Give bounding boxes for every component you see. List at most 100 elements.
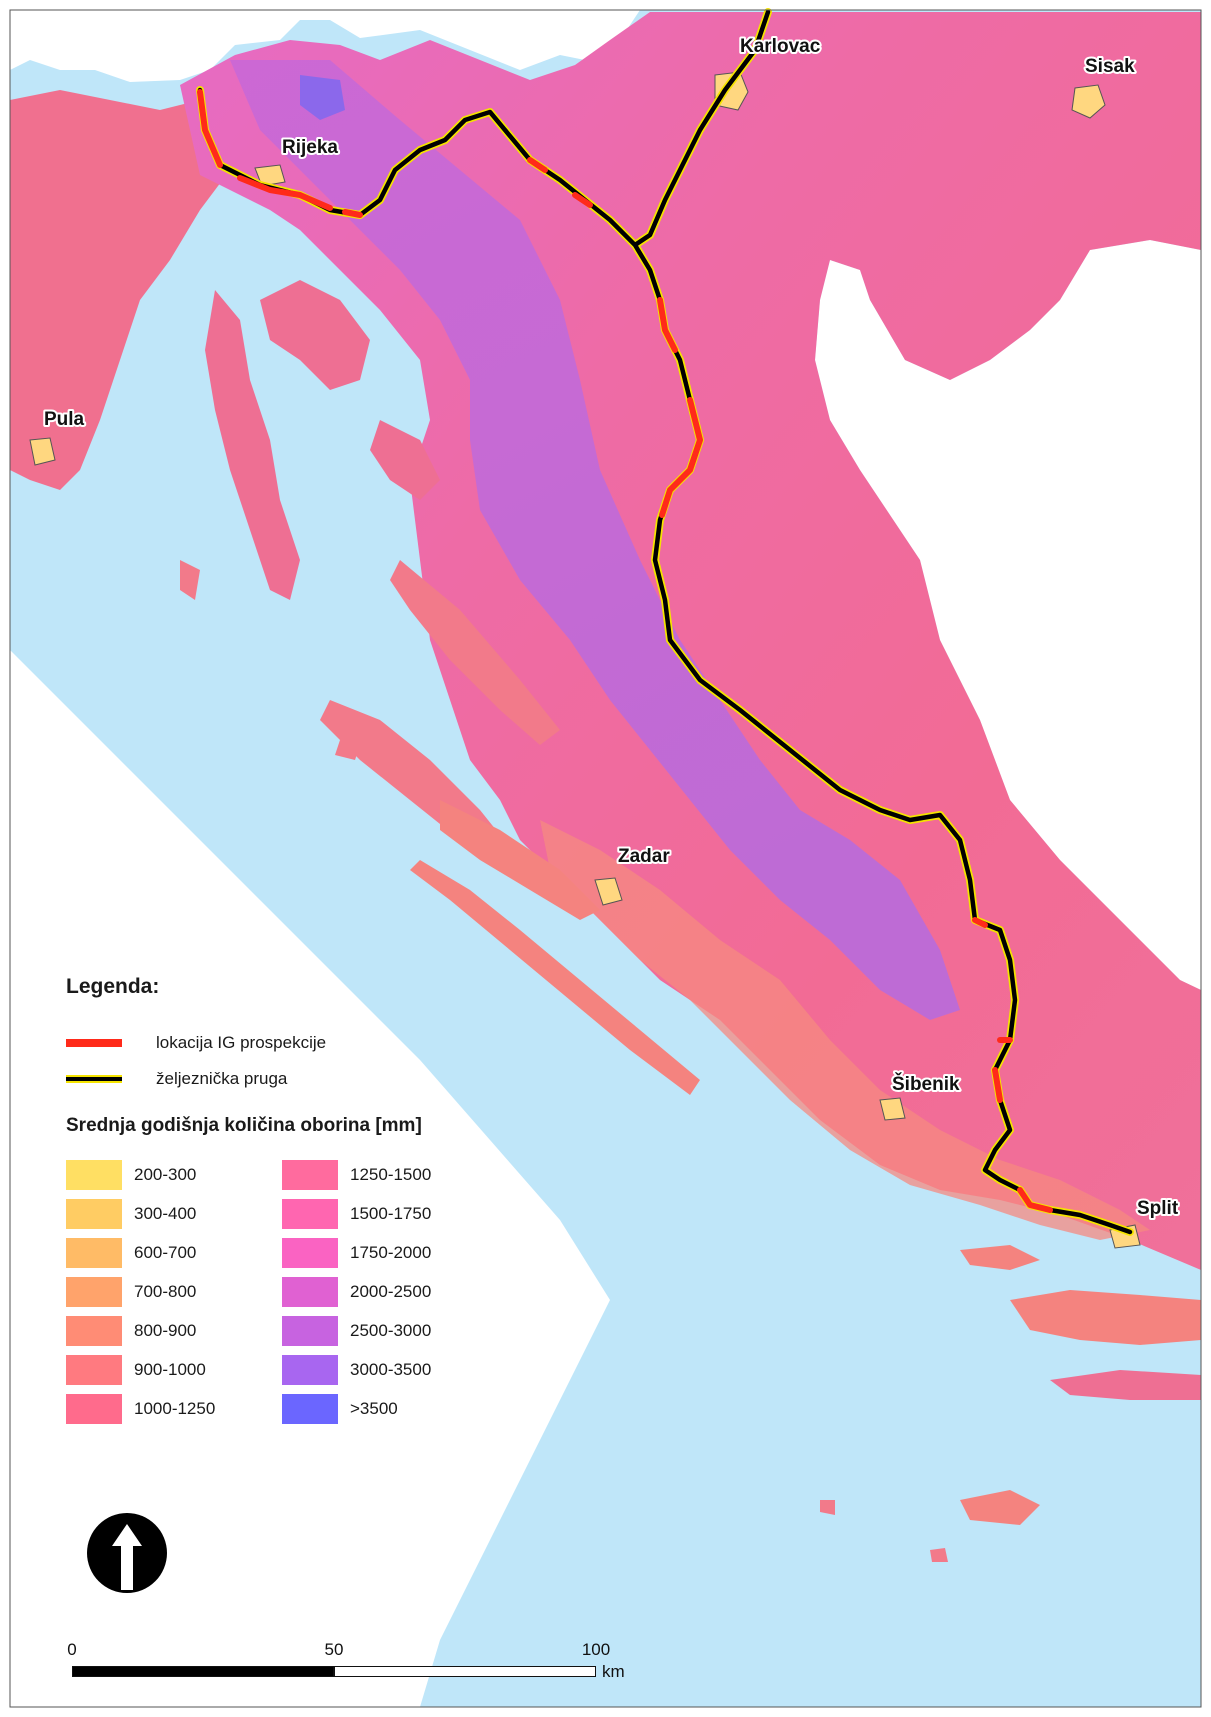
precipitation-classes: 200-300 1250-1500 300-400 1500-1750 600-… <box>66 1155 486 1428</box>
city-label-karlovac: Karlovac <box>740 36 821 57</box>
class-label: 1250-1500 <box>350 1164 432 1184</box>
island-small-1 <box>180 560 200 600</box>
city-label-zadar: Zadar <box>618 846 670 867</box>
city-area-sibenik <box>879 1097 906 1121</box>
class-label: 900-1000 <box>134 1359 206 1379</box>
coastal-dry-zone <box>540 820 1150 1240</box>
island-small-4 <box>930 1548 948 1562</box>
prospection-segment <box>972 917 988 928</box>
class-item: 2000-2500 <box>282 1272 498 1311</box>
map-frame <box>9 9 1202 1708</box>
class-swatch <box>282 1276 338 1307</box>
class-item: 600-700 <box>66 1233 282 1272</box>
city-area-zadar <box>594 877 623 906</box>
class-item: 200-300 <box>66 1155 282 1194</box>
city-label-split: Split <box>1137 1198 1179 1219</box>
class-swatch <box>282 1198 338 1229</box>
island-cres <box>205 290 300 600</box>
class-item: 900-1000 <box>66 1350 282 1389</box>
prospection-segment <box>572 192 593 208</box>
class-swatch <box>282 1159 338 1190</box>
class-swatch <box>66 1393 122 1424</box>
class-swatch <box>66 1159 122 1190</box>
island-ugljan <box>440 800 600 920</box>
north-arrow-pointer <box>112 1524 142 1590</box>
class-item: 300-400 <box>66 1194 282 1233</box>
class-item: 800-900 <box>66 1311 282 1350</box>
class-swatch <box>66 1315 122 1346</box>
island-vis <box>960 1490 1040 1525</box>
class-swatch <box>66 1354 122 1385</box>
island-brac <box>1010 1290 1201 1345</box>
scale-tick-label: 0 <box>67 1640 77 1659</box>
scale-segment-white <box>334 1666 596 1677</box>
prospection-segment <box>1017 1187 1053 1213</box>
class-label: 200-300 <box>134 1164 197 1184</box>
class-swatch <box>66 1276 122 1307</box>
class-item: 700-800 <box>66 1272 282 1311</box>
class-label: 300-400 <box>134 1203 197 1223</box>
class-label: 800-900 <box>134 1320 197 1340</box>
legend-item-label: željeznička pruga <box>156 1069 288 1088</box>
legend-item-railway: željeznička pruga <box>66 1061 486 1097</box>
legend-item-prospection: lokacija IG prospekcije <box>66 1025 486 1061</box>
island-pag <box>390 560 560 745</box>
class-label: 1500-1750 <box>350 1203 432 1223</box>
prospection-segment <box>197 89 223 168</box>
outside-area-nw <box>10 10 640 82</box>
north-arrow-icon <box>87 1513 167 1593</box>
class-item: 2500-3000 <box>282 1311 498 1350</box>
prospection-segment <box>527 157 548 173</box>
class-label: 2500-3000 <box>350 1320 432 1340</box>
class-item: 1000-1250 <box>66 1389 282 1428</box>
red-line-icon <box>66 1039 122 1047</box>
class-swatch <box>66 1237 122 1268</box>
mainland <box>180 12 1201 1270</box>
istria <box>10 90 230 490</box>
class-item: 1750-2000 <box>282 1233 498 1272</box>
class-label: >3500 <box>350 1398 398 1418</box>
island-hvar <box>1050 1370 1201 1400</box>
scale-tick-label: 50 <box>324 1640 344 1659</box>
prospection-segment <box>659 397 703 518</box>
class-label: 2000-2500 <box>350 1281 432 1301</box>
legend-title: Legenda: <box>66 975 160 998</box>
island-solta <box>960 1245 1040 1270</box>
island-rab <box>370 420 440 500</box>
class-label: 3000-3500 <box>350 1359 432 1379</box>
prospection-segment <box>342 209 363 218</box>
city-label-sibenik: Šibenik <box>892 1073 960 1095</box>
class-item: 3000-3500 <box>282 1350 498 1389</box>
max-precip-spot <box>300 75 345 120</box>
class-swatch <box>282 1354 338 1385</box>
prospection-segment <box>657 297 678 353</box>
class-label: 600-700 <box>134 1242 197 1262</box>
city-label-rijeka: Rijeka <box>282 137 338 158</box>
island-krk <box>260 280 370 390</box>
class-item: 1500-1750 <box>282 1194 498 1233</box>
city-area-rijeka <box>254 164 286 187</box>
high-precip-zone <box>230 60 960 1020</box>
precipitation-classes-title: Srednja godišnja količina oborina [mm] <box>66 1115 422 1136</box>
scale-segment-black <box>72 1666 334 1677</box>
class-swatch <box>66 1198 122 1229</box>
island-small-3 <box>820 1500 835 1515</box>
class-item: 1250-1500 <box>282 1155 498 1194</box>
legend: Legenda: lokacija IG prospekcije željezn… <box>66 975 486 1428</box>
scale-tick-label: 100 <box>581 1640 611 1659</box>
city-area-pula <box>29 437 56 466</box>
prospection-segments <box>197 89 1053 1213</box>
railway-line-icon <box>66 1075 122 1083</box>
outside-area-bosnia <box>815 240 1201 990</box>
island-kornati <box>410 860 700 1095</box>
scale-unit: km <box>602 1662 625 1681</box>
class-swatch <box>282 1315 338 1346</box>
prospection-segment <box>992 1067 1003 1103</box>
prospection-segment <box>237 175 333 211</box>
class-label: 1750-2000 <box>350 1242 432 1262</box>
island-small-2 <box>335 740 360 760</box>
city-label-pula: Pula <box>44 409 85 430</box>
class-label: 700-800 <box>134 1281 197 1301</box>
class-swatch <box>282 1393 338 1424</box>
